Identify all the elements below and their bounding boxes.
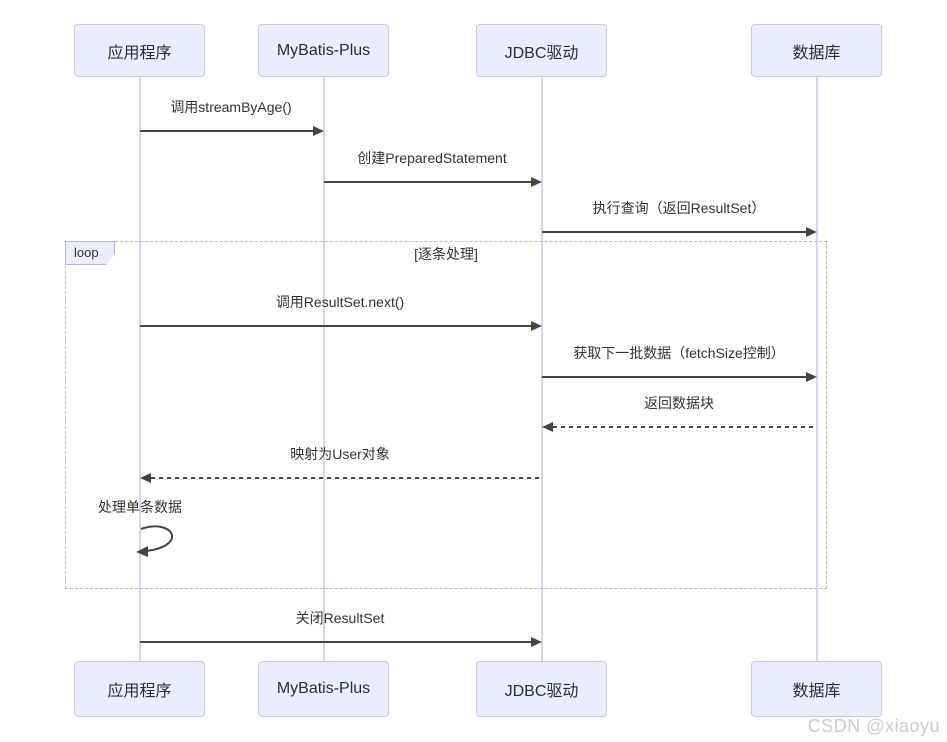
csdn-watermark: CSDN @xiaoyu <box>807 716 940 736</box>
lifeline-mybatis <box>323 77 325 661</box>
loop-frame <box>65 241 827 589</box>
actor-bottom-mybatis: MyBatis-Plus <box>258 661 389 717</box>
lifeline-db <box>816 77 818 661</box>
arrowhead-left-icon <box>140 473 151 483</box>
arrowhead-left-icon <box>542 422 553 432</box>
actor-bottom-jdbc: JDBC驱动 <box>476 661 607 717</box>
message-arrow-line <box>140 641 532 643</box>
loop-label: loop <box>65 241 115 265</box>
lifeline-jdbc <box>541 77 543 661</box>
loop-condition: [逐条处理] <box>414 246 478 262</box>
message-label: 获取下一批数据（fetchSize控制） <box>573 345 785 361</box>
self-loop-arrow-icon <box>136 525 174 557</box>
actor-top-app: 应用程序 <box>74 24 205 77</box>
actor-top-db: 数据库 <box>751 24 882 77</box>
arrowhead-right-icon <box>313 126 324 136</box>
message-label: 映射为User对象 <box>290 446 390 462</box>
message-return-line <box>553 426 817 428</box>
arrowhead-right-icon <box>806 372 817 382</box>
message-label: 调用streamByAge() <box>170 99 292 115</box>
message-arrow-line <box>542 231 807 233</box>
message-label: 执行查询（返回ResultSet） <box>592 200 766 216</box>
actor-top-mybatis: MyBatis-Plus <box>258 24 389 77</box>
message-arrow-line <box>140 325 532 327</box>
actor-top-jdbc: JDBC驱动 <box>476 24 607 77</box>
message-label: 返回数据块 <box>644 395 714 411</box>
message-label: 调用ResultSet.next() <box>275 294 405 310</box>
message-label: 处理单条数据 <box>98 499 182 515</box>
actor-bottom-db: 数据库 <box>751 661 882 717</box>
actor-bottom-app: 应用程序 <box>74 661 205 717</box>
message-arrow-line <box>542 376 807 378</box>
message-arrow-line <box>140 130 314 132</box>
arrowhead-right-icon <box>806 227 817 237</box>
arrowhead-right-icon <box>531 321 542 331</box>
message-return-line <box>151 477 542 479</box>
message-label: 关闭ResultSet <box>295 610 385 626</box>
arrowhead-right-icon <box>531 637 542 647</box>
arrowhead-right-icon <box>531 177 542 187</box>
lifeline-app <box>139 77 141 661</box>
message-label: 创建PreparedStatement <box>357 150 507 166</box>
message-arrow-line <box>324 181 532 183</box>
